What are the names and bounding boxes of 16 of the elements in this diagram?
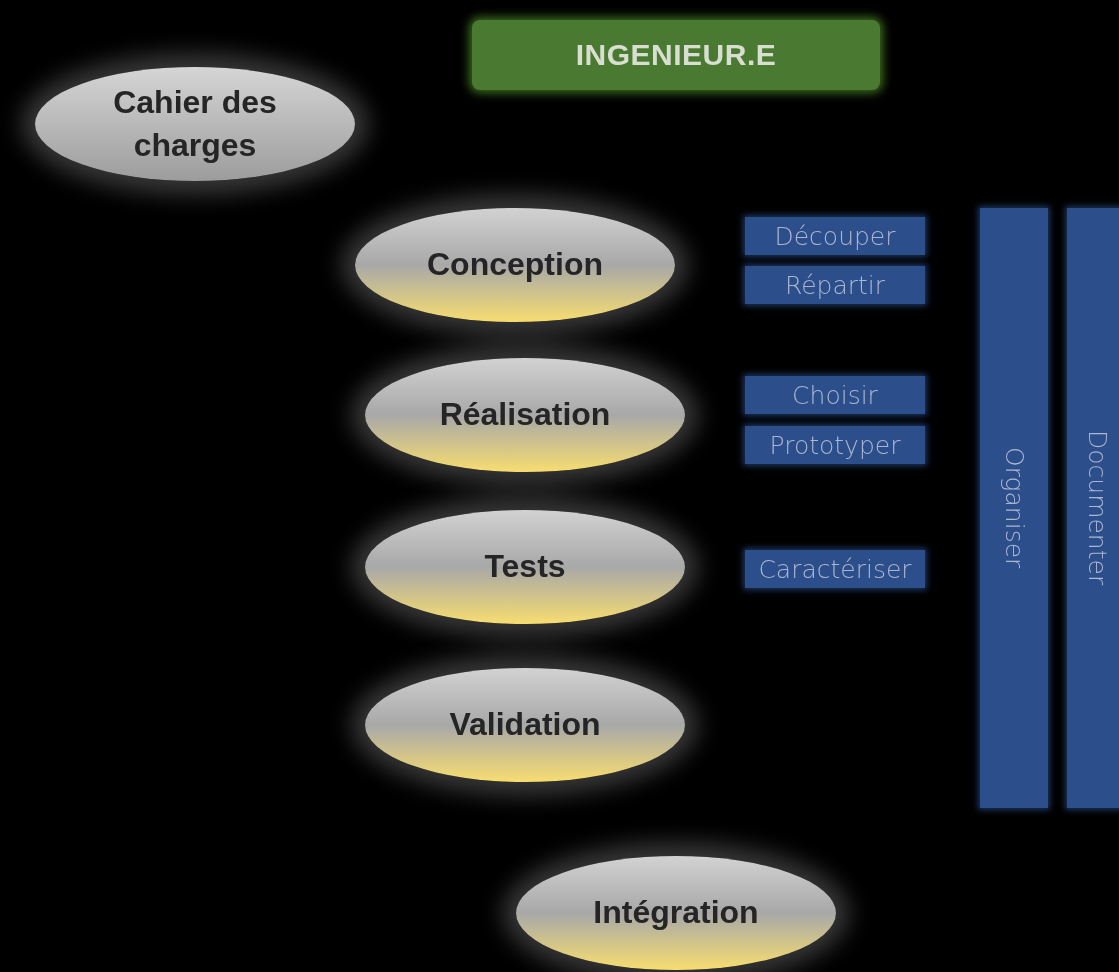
task-box: Caractériser	[745, 550, 925, 588]
activity-bar	[980, 208, 1048, 808]
activity-label: Documenter	[1082, 430, 1112, 586]
task-box: Découper	[745, 217, 925, 255]
input-ellipse: Cahier des charges	[35, 67, 355, 181]
phase-ellipse: Réalisation	[365, 358, 685, 472]
activity-label: Organiser	[999, 447, 1029, 569]
phase-ellipse: Validation	[365, 668, 685, 782]
phase-ellipse: Intégration	[516, 856, 836, 970]
task-box: Répartir	[745, 266, 925, 304]
task-box: Choisir	[745, 376, 925, 414]
title-banner: INGENIEUR.E	[472, 20, 880, 90]
task-box: Prototyper	[745, 426, 925, 464]
activity-bar	[1067, 208, 1119, 808]
phase-ellipse: Conception	[355, 208, 675, 322]
phase-ellipse: Tests	[365, 510, 685, 624]
